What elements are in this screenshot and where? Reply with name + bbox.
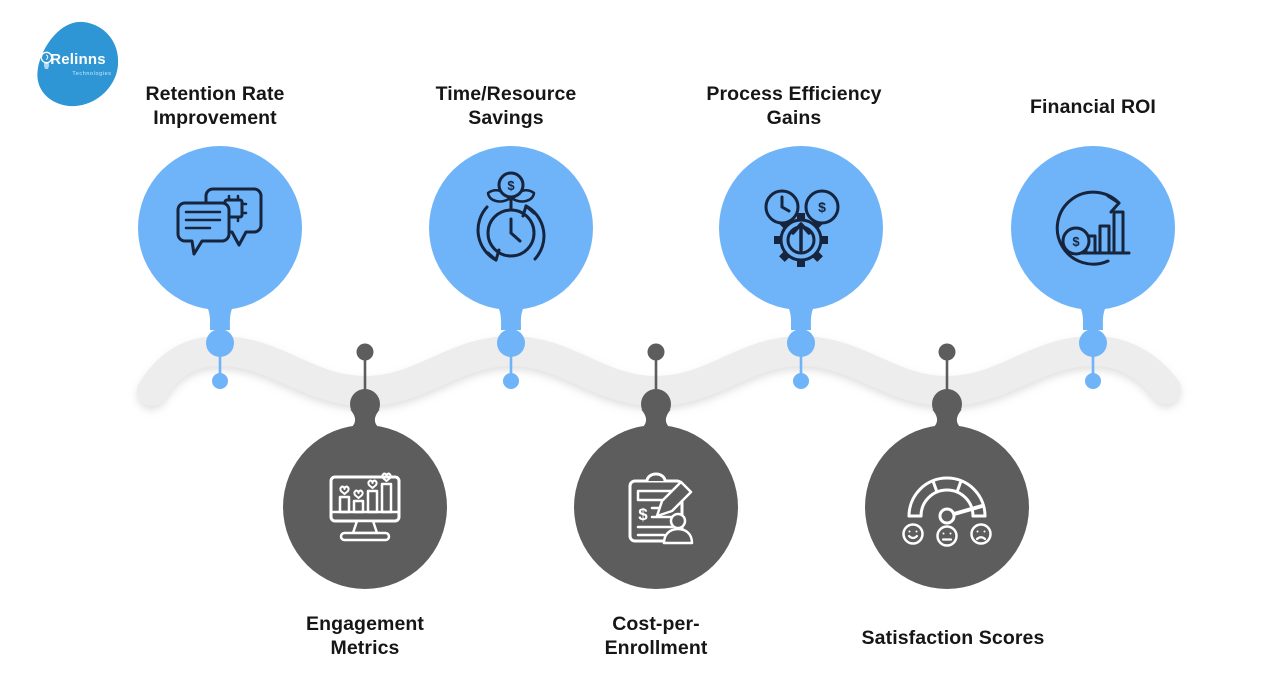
logo-text-prefix: Reli [50, 51, 79, 68]
ai-chat-icon [176, 187, 263, 256]
metric-label-cost: Cost-per-Enrollment [604, 613, 708, 660]
logo-tagline: Technologies [72, 71, 112, 77]
roi-chart-icon: $ [1055, 190, 1131, 266]
metric-label-engagement: Engagement Metrics [305, 613, 425, 660]
svg-text:$: $ [638, 505, 648, 524]
brand-logo: Reli nns Technologies [31, 18, 125, 114]
svg-text:$: $ [507, 178, 515, 193]
gear-growth-icon: $ [764, 189, 840, 267]
logo-text-suffix: nns [78, 51, 106, 68]
enrollment-cost-icon: $ [628, 472, 694, 545]
lightbulb-icon [40, 51, 53, 69]
logo-blob [37, 21, 119, 107]
satisfaction-gauge-icon [902, 476, 992, 547]
metric-label-roi: Financial ROI [1030, 96, 1156, 118]
engagement-dashboard-icon [329, 472, 401, 542]
time-money-clock-icon: $ [476, 171, 546, 262]
logo-wordmark: Reli nns [39, 51, 117, 69]
metric-label-time: Time/Resource Savings [435, 83, 577, 130]
svg-text:$: $ [818, 199, 826, 215]
metric-label-satisfaction: Satisfaction Scores [861, 627, 1045, 649]
metric-label-process: Process Efficiency Gains [706, 83, 882, 130]
svg-text:$: $ [1072, 234, 1080, 249]
metric-label-retention: Retention Rate Improvement [145, 83, 285, 130]
